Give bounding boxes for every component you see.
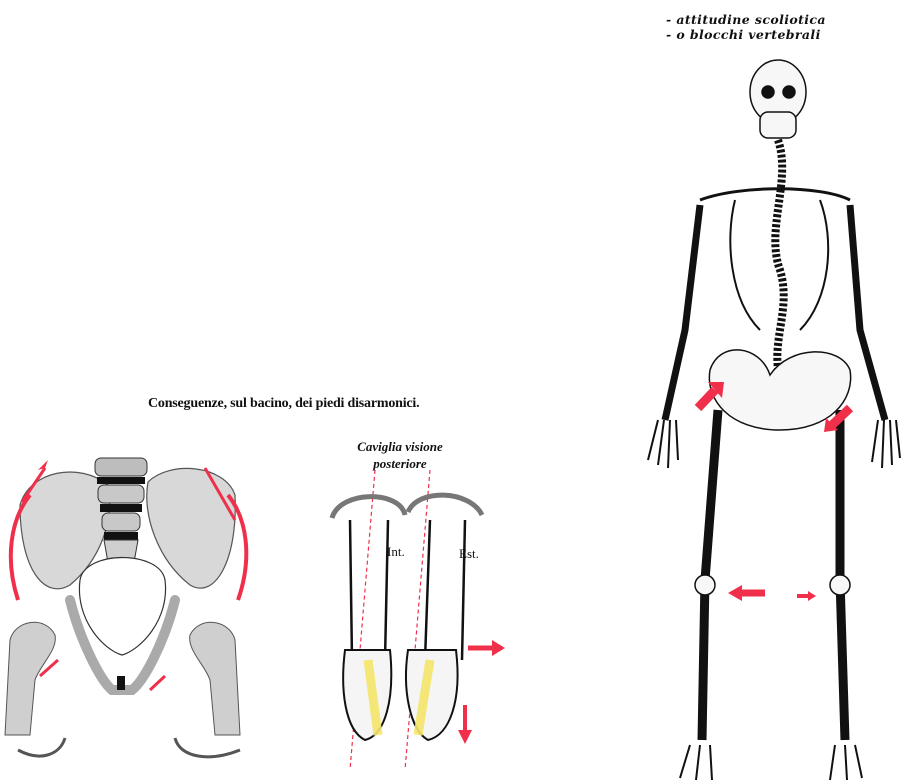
left-foot (680, 745, 712, 780)
left-arm (665, 205, 700, 420)
right-eye-socket (783, 86, 795, 98)
disc-1 (97, 477, 145, 484)
right-knee (830, 575, 850, 595)
disc-3 (104, 532, 138, 540)
left-bottom-curve-arrow (18, 738, 65, 756)
pubic-symphysis (117, 676, 125, 690)
spine (775, 140, 783, 380)
right-hand (872, 420, 900, 468)
pelvis-illustration (5, 458, 246, 757)
right-foot (830, 745, 862, 780)
lumbar-vertebra-1 (95, 458, 147, 476)
right-knee-arrowhead (808, 591, 816, 601)
lumbar-vertebra-2 (98, 485, 144, 503)
jaw (760, 112, 796, 138)
ankle-illustration (332, 470, 505, 770)
horizontal-shift-arrowhead (492, 640, 505, 656)
left-hip-push-arrow (698, 390, 715, 408)
right-femur (190, 622, 240, 735)
disc-2 (100, 504, 142, 512)
left-hand (648, 420, 678, 468)
right-rotation-arrow (408, 495, 482, 515)
left-knee (695, 575, 715, 595)
downward-arrowhead (458, 730, 472, 744)
skeleton-illustration (648, 60, 900, 780)
right-bottom-curve-arrow (175, 738, 240, 757)
right-tibia (425, 520, 465, 660)
right-hip-arrow (150, 676, 165, 690)
left-eye-socket (762, 86, 774, 98)
left-upper-arrowhead (38, 460, 48, 470)
sacrum-top (102, 513, 140, 531)
pelvic-inlet (79, 558, 165, 656)
left-rotation-arrow (332, 497, 405, 518)
left-knee-arrowhead (728, 585, 742, 601)
shoulders (700, 189, 850, 200)
skeleton-pelvis (709, 350, 850, 430)
left-femur (5, 622, 55, 735)
right-arm (850, 205, 885, 420)
